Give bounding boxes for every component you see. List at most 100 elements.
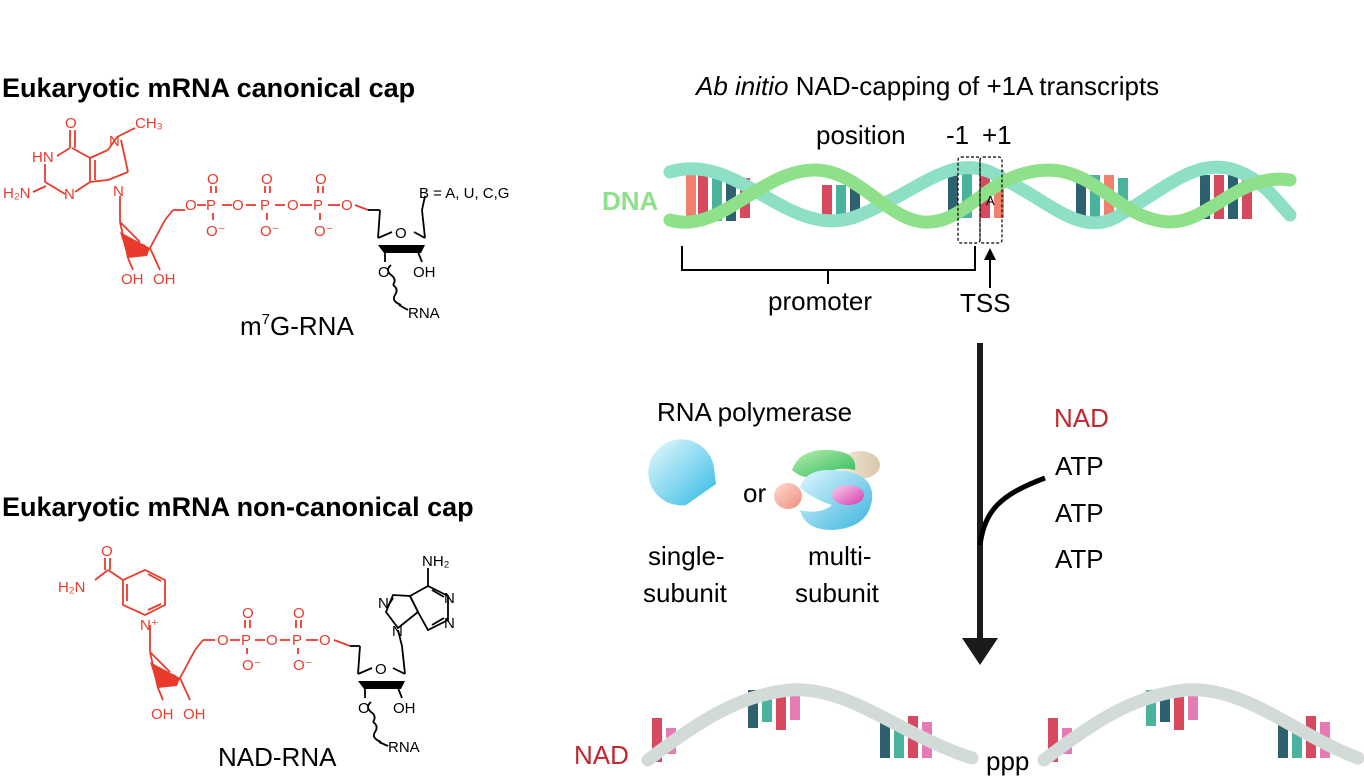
phosphorus-label: P: [292, 632, 302, 649]
atom-label: O: [232, 197, 244, 214]
atom-label: O: [287, 197, 299, 214]
atom-label: O⁻: [260, 223, 280, 240]
ribose-wedge: [120, 232, 150, 258]
base-bar: [1090, 175, 1100, 219]
atom-label: O: [217, 632, 229, 649]
title-rest: NAD-capping of +1A transcripts: [789, 71, 1160, 101]
transcription-panel: Ab initio NAD-capping of +1A transcripts…: [574, 71, 1364, 776]
multi-subunit-label-line2: subunit: [795, 578, 880, 608]
single-subunit-polymerase-icon: [648, 439, 716, 506]
base-bar: [894, 728, 904, 758]
substrate-atp-label: ATP: [1055, 451, 1104, 481]
base-note: B = A, U, C,G: [419, 185, 509, 202]
base-bar: [1188, 696, 1198, 720]
rna-strand: [1037, 683, 1364, 767]
atom-label: OH: [151, 706, 174, 723]
base-bar: [748, 690, 758, 728]
substrate-atp-label: ATP: [1055, 544, 1104, 574]
canonical-cap-panel: Eukaryotic mRNA canonical cap: [2, 73, 509, 341]
single-subunit-label-line1: single-: [648, 541, 725, 571]
base-bar: [822, 185, 832, 219]
base-bar: [994, 170, 1004, 218]
base-a-label: A: [986, 193, 995, 208]
base-bar: [1160, 690, 1170, 722]
base-bar: [1292, 728, 1302, 758]
product-nad-label: NAD: [574, 740, 629, 770]
title-italic: Ab initio: [694, 71, 789, 101]
atom-label: O: [293, 605, 305, 622]
rna-strand: [641, 683, 979, 767]
product-ppp-label: ppp: [986, 746, 1029, 776]
atom-label: N: [64, 186, 75, 203]
adenosine-structure: [350, 568, 449, 747]
base-bar: [1242, 175, 1252, 219]
base-bar: [698, 175, 708, 221]
base-bar: [1146, 690, 1156, 726]
polymerase-subunit: [832, 485, 864, 505]
noncanonical-cap-panel: Eukaryotic mRNA non-canonical cap: [2, 492, 474, 772]
canonical-cap-heading: Eukaryotic mRNA canonical cap: [2, 73, 415, 103]
atom-label: O: [319, 632, 331, 649]
atom-label: O⁻: [293, 657, 313, 674]
ribose-wedge: [150, 662, 180, 688]
caption-part: G-RNA: [270, 311, 354, 341]
promoter-bracket: [681, 246, 976, 271]
base-bar: [948, 170, 958, 218]
atom-label: O: [261, 171, 273, 188]
base-bar: [726, 175, 736, 221]
base-bar: [1278, 716, 1288, 758]
atom-label: OH: [183, 706, 206, 723]
position-plus1-label: +1: [982, 120, 1012, 150]
atom-label: OH: [413, 264, 436, 281]
base-bar: [1048, 718, 1058, 762]
atom-label: RNA: [408, 305, 440, 322]
phosphorus-label: P: [206, 197, 216, 214]
atom-label: N: [444, 615, 455, 632]
polymerase-subunit: [774, 483, 802, 509]
substrate-branch-line: [977, 475, 1046, 546]
atom-label: N: [392, 623, 403, 640]
atom-label: OH: [393, 700, 416, 717]
caption-superscript: 7: [262, 311, 270, 328]
atom-label: OH: [121, 271, 144, 288]
atom-label: NH₂: [422, 553, 450, 570]
atom-label: O: [101, 543, 113, 560]
atom-label: O: [358, 700, 370, 717]
position-minus1-label: -1: [946, 120, 969, 150]
nad-capped-rna-product: NAD: [574, 683, 979, 770]
dna-strand-front: [663, 163, 1297, 229]
multi-subunit-label-line1: multi-: [808, 541, 872, 571]
m7g-structure: [32, 127, 185, 271]
atom-label: OH: [153, 271, 176, 288]
promoter-label: promoter: [768, 286, 872, 316]
base-bar: [850, 185, 860, 219]
base-bar: [1174, 690, 1184, 730]
substrate-atp-label: ATP: [1055, 498, 1104, 528]
ribose-wedge: [378, 245, 425, 253]
ribose-wedge: [358, 681, 405, 689]
phosphorus-label: P: [313, 197, 323, 214]
atom-label: O: [341, 197, 353, 214]
triphosphate-rna-product: ppp: [986, 683, 1364, 776]
base-bar: [962, 170, 972, 218]
panel-title: Ab initio NAD-capping of +1A transcripts: [694, 71, 1159, 101]
atom-label: O: [395, 225, 407, 242]
atom-label: O: [375, 661, 387, 678]
atom-label: O: [65, 115, 77, 132]
atom-label: H₂N: [58, 579, 86, 596]
atom-label: CH₃: [135, 115, 163, 132]
base-bar: [1200, 175, 1210, 219]
multi-subunit-polymerase-icon: [774, 449, 880, 530]
atom-label: N: [378, 595, 389, 612]
phosphorus-label: P: [241, 632, 251, 649]
nicotinamide-structure: [94, 558, 351, 701]
triphosphate-bonds: [197, 186, 369, 220]
base-bar: [1076, 175, 1086, 219]
atom-label: N: [113, 183, 124, 200]
nad-rna-caption: NAD-RNA: [218, 742, 337, 772]
atom-label: O: [242, 605, 254, 622]
atom-label: O: [266, 632, 278, 649]
substrate-nad-label: NAD: [1054, 403, 1109, 433]
atom-label: O: [378, 264, 390, 281]
base-bar: [880, 716, 890, 758]
